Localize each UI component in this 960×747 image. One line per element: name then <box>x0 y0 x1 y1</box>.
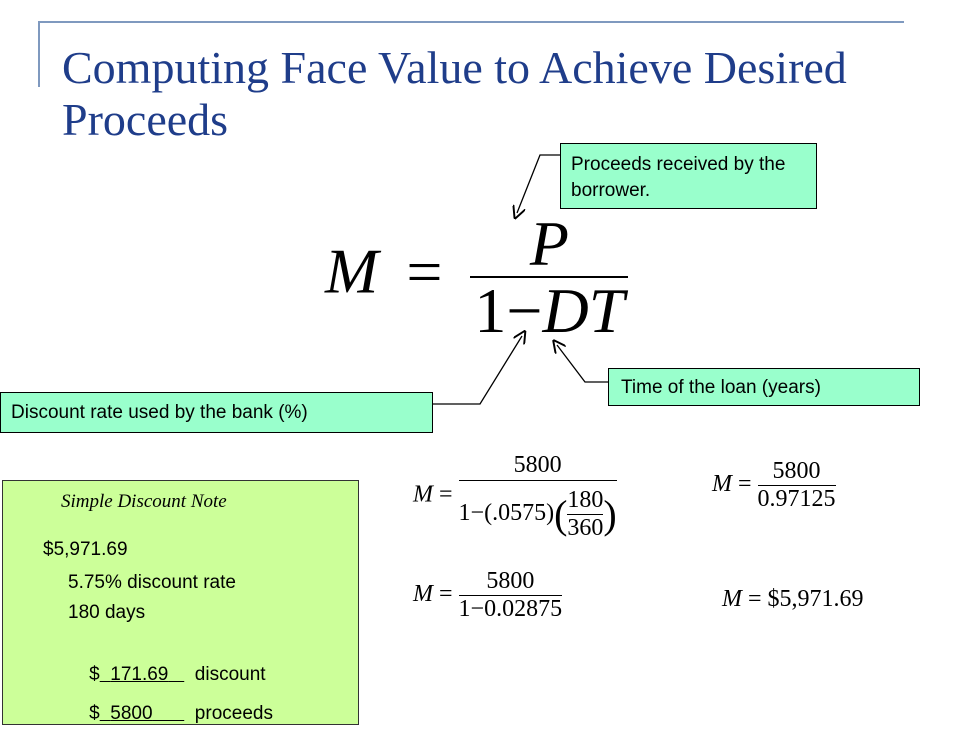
calc1-year: 360 <box>567 514 604 541</box>
calc-step-3: M = 5800 1−0.02875 <box>413 568 563 623</box>
calc1-eq: = <box>439 481 453 508</box>
callout-proceeds: Proceeds received by the borrower. <box>560 143 817 209</box>
callout-proceeds-text: Proceeds received by the borrower. <box>571 154 786 201</box>
arrow-time <box>557 345 608 383</box>
formula-den-one: 1 <box>474 275 507 346</box>
top-accent-line <box>38 21 904 23</box>
note-caption: Simple Discount Note <box>61 491 227 512</box>
calc1-minus: − <box>470 500 485 527</box>
calc2-den: 0.97125 <box>757 485 836 512</box>
note-discount-prefix: $ <box>89 664 100 685</box>
formula-fraction: P 1−DT <box>470 208 629 346</box>
calc1-m: M <box>413 481 433 508</box>
calc3-num: 5800 <box>486 568 535 594</box>
callout-arrows <box>433 154 608 405</box>
calc3-fraction: 5800 1−0.02875 <box>458 568 563 623</box>
callout-discount-rate: Discount rate used by the bank (%) <box>0 392 433 433</box>
calc1-days: 180 <box>567 487 604 513</box>
calc4-result: $5,971.69 <box>767 586 864 612</box>
calc1-one: 1 <box>458 500 471 527</box>
simple-discount-note: Simple Discount Note $5,971.69 5.75% dis… <box>2 480 359 725</box>
calc3-m: M <box>413 581 433 608</box>
calc1-rate: (.0575) <box>484 500 555 527</box>
calc1-num: 5800 <box>513 452 562 478</box>
formula-numerator: P <box>529 208 569 279</box>
left-accent-line <box>38 21 40 87</box>
note-days: 180 days <box>68 602 146 623</box>
calc-step-2: M = 5800 0.97125 <box>712 458 836 513</box>
note-face-value: $5,971.69 <box>43 539 128 560</box>
formula-equals: = <box>406 235 443 307</box>
arrow-proceeds <box>517 154 560 213</box>
note-proceeds-value: 5800 <box>110 703 153 724</box>
callout-discount-rate-text: Discount rate used by the bank (%) <box>11 402 308 423</box>
calc2-eq: = <box>738 471 752 498</box>
callout-time: Time of the loan (years) <box>608 368 920 406</box>
slide-title: Computing Face Value to Achieve Desired … <box>62 42 847 145</box>
calc2-m: M <box>712 471 732 498</box>
formula-den-vars: DT <box>542 275 625 346</box>
note-discount-value: 171.69 <box>110 664 169 685</box>
note-proceeds-prefix: $ <box>89 703 100 724</box>
arrow-discount <box>433 336 522 405</box>
note-discount-line: $ 171.69 discount <box>68 642 266 708</box>
calc4-m: M <box>722 586 742 612</box>
calc4-eq: = <box>748 586 762 612</box>
formula-m: M <box>325 235 379 307</box>
note-proceeds-line: $ 5800 proceeds <box>68 681 273 747</box>
note-discount-label: discount <box>194 664 266 685</box>
note-rate: 5.75% discount rate <box>68 572 236 593</box>
calc2-num: 5800 <box>772 458 821 484</box>
calc-step-4: M = $5,971.69 <box>722 586 864 613</box>
note-proceeds-label: proceeds <box>194 703 273 724</box>
calc2-fraction: 5800 0.97125 <box>757 458 836 513</box>
main-formula: M = P 1−DT <box>325 208 629 346</box>
formula-denominator: 1−DT <box>470 275 629 346</box>
callout-time-text: Time of the loan (years) <box>621 377 821 398</box>
calc3-eq: = <box>439 581 453 608</box>
calc3-den: 1−0.02875 <box>458 595 563 622</box>
